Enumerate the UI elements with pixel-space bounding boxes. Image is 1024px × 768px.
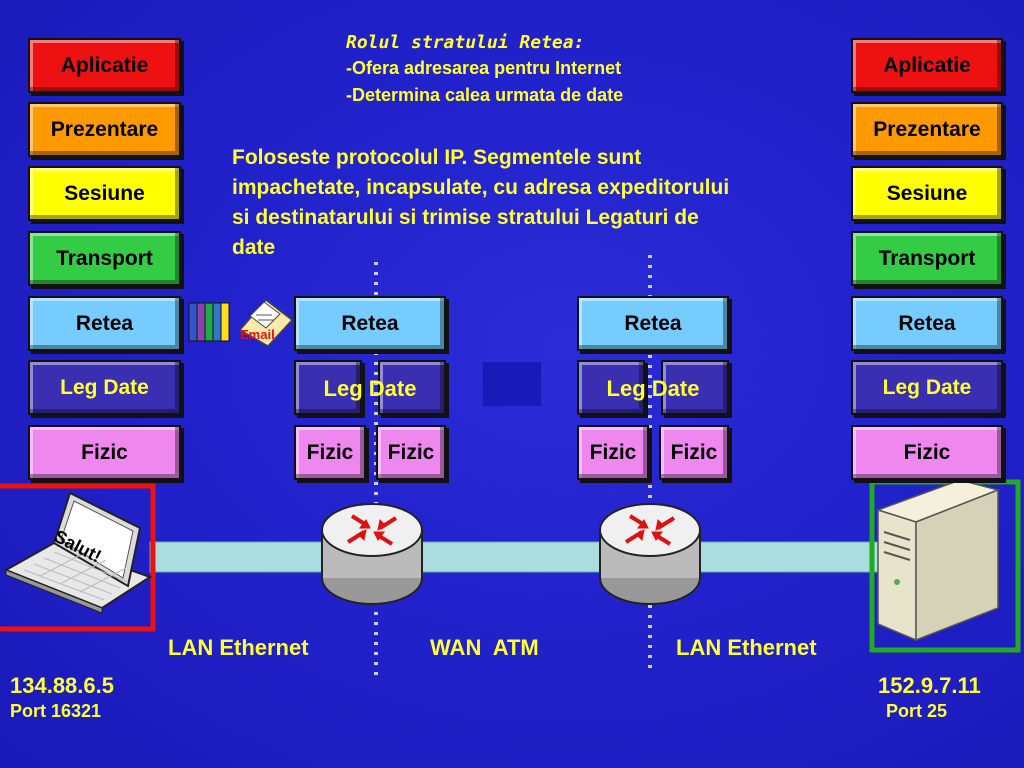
- left-layer-aplicatie: Aplicatie: [28, 38, 181, 93]
- segment-lan-left: LAN Ethernet: [168, 635, 309, 660]
- note-line-1: -Ofera adresarea pentru Internet: [346, 58, 622, 78]
- note-line-2: -Determina calea urmata de date: [346, 85, 624, 105]
- receiver-frame: [869, 479, 1021, 653]
- router1-leg-date-right-block: [378, 360, 446, 415]
- right-layer-transport: Transport: [851, 231, 1003, 286]
- description-line-3: si destinatarului si trimise stratului L…: [232, 206, 699, 229]
- left-layer-transport: Transport: [28, 231, 181, 286]
- router1-layer-leg-date: Leg Date: [323, 376, 417, 401]
- right-layer-sesiune: Sesiune: [851, 166, 1003, 221]
- right-layer-aplicatie: Aplicatie: [851, 38, 1003, 93]
- router1-layer-retea: Retea: [294, 296, 446, 351]
- router2-leg-date-left-block: [577, 360, 645, 415]
- router-1-icon: [321, 503, 423, 605]
- right-layer-fizic: Fizic: [851, 425, 1003, 480]
- network-cable: [149, 541, 881, 573]
- sender-frame: [0, 483, 156, 632]
- right-layer-retea: Retea: [851, 296, 1003, 351]
- sender-ip: 134.88.6.5: [10, 673, 114, 698]
- description-paragraph: Foloseste protocolul IP. Segmentele sunt…: [232, 143, 852, 263]
- hidden-block: [483, 362, 541, 406]
- receiver-port: Port 25: [886, 701, 948, 721]
- router1-layer-fizic-right: Fizic: [376, 425, 446, 480]
- router-2-icon: [599, 503, 701, 605]
- router2-layer-fizic-left: Fizic: [577, 425, 649, 480]
- left-layer-fizic: Fizic: [28, 425, 181, 480]
- right-layer-prezentare: Prezentare: [851, 102, 1003, 157]
- left-layer-leg-date: Leg Date: [28, 360, 181, 415]
- server-icon: [875, 479, 1001, 642]
- email-label: Email: [240, 327, 275, 342]
- description-line-4: date: [232, 236, 276, 259]
- router2-layer-leg-date: Leg Date: [606, 376, 700, 401]
- description-line-2: impachetate, incapsulate, cu adresa expe…: [232, 176, 730, 199]
- segment-lan-right: LAN Ethernet: [676, 635, 817, 660]
- router1-layer-fizic-left: Fizic: [294, 425, 366, 480]
- right-layer-leg-date: Leg Date: [851, 360, 1003, 415]
- router2-layer-retea: Retea: [577, 296, 729, 351]
- router2-layer-fizic-right: Fizic: [659, 425, 729, 480]
- segment-wan: WAN ATM: [430, 635, 539, 660]
- sender-port: Port 16321: [10, 701, 102, 721]
- router1-leg-date-left-block: [294, 360, 362, 415]
- packet-icon: [188, 298, 294, 347]
- laptop-icon: [3, 491, 153, 614]
- receiver-ip: 152.9.7.11: [878, 673, 981, 698]
- left-layer-sesiune: Sesiune: [28, 166, 181, 221]
- left-layer-retea: Retea: [28, 296, 181, 351]
- left-layer-prezentare: Prezentare: [28, 102, 181, 157]
- note-title: Rolul stratului Retea:: [346, 32, 585, 53]
- description-line-1: Foloseste protocolul IP. Segmentele sunt: [232, 146, 642, 169]
- router2-leg-date-right-block: [661, 360, 729, 415]
